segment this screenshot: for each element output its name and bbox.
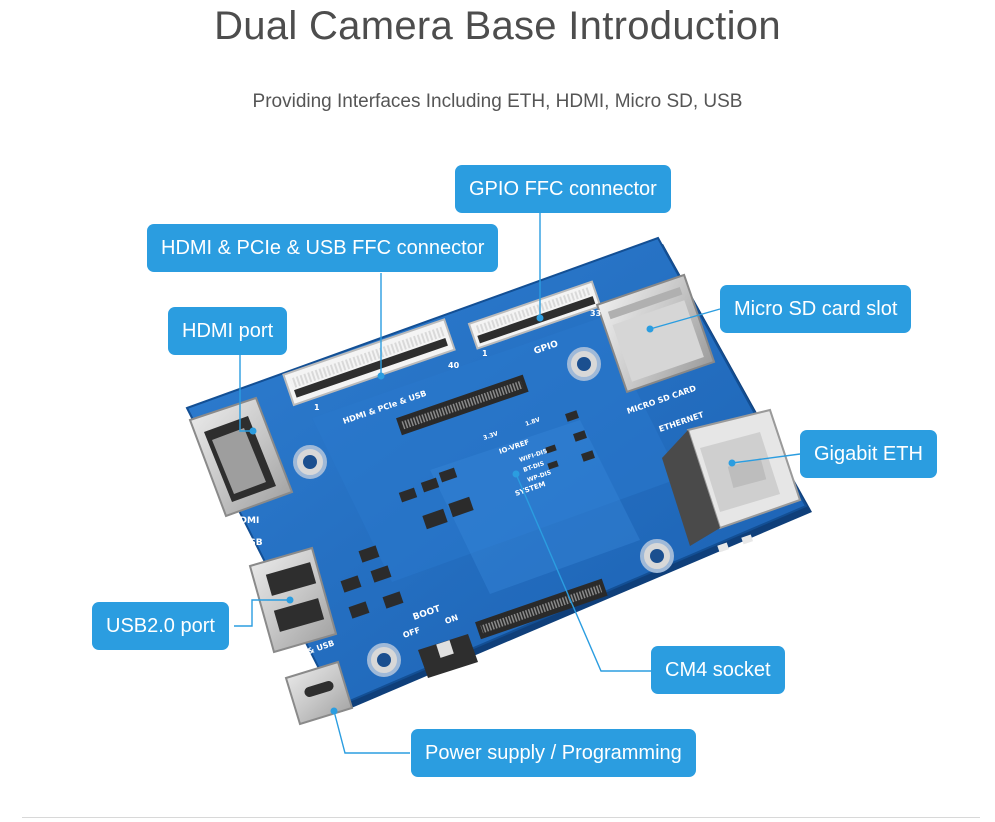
callout-usb2-port: USB2.0 port bbox=[92, 602, 229, 650]
page-subtitle: Providing Interfaces Including ETH, HDMI… bbox=[252, 91, 743, 112]
smd-components bbox=[340, 410, 754, 619]
leader-eth bbox=[731, 453, 801, 464]
silk-hdmi: HDMI bbox=[232, 516, 259, 526]
leader-power bbox=[333, 710, 410, 754]
leader-usb bbox=[234, 599, 290, 627]
callout-gigabit-eth: Gigabit ETH bbox=[800, 430, 937, 478]
callout-gpio-ffc-connector: GPIO FFC connector bbox=[455, 165, 671, 213]
callout-hdmi-pcie-usb-ffc-connector: HDMI & PCIe & USB FFC connector bbox=[147, 224, 499, 272]
cm4-connector-top bbox=[396, 374, 529, 436]
page-title: Dual Camera Base Introduction bbox=[214, 4, 781, 48]
silk-usb: USB bbox=[242, 538, 263, 548]
micro-sd-slot bbox=[595, 273, 716, 394]
leader-dots bbox=[249, 314, 736, 715]
silk-pin-1-right: 1 bbox=[482, 349, 488, 358]
gpio-ffc-connector bbox=[467, 280, 602, 350]
cm4-connector-bottom bbox=[475, 578, 608, 640]
footer-divider bbox=[22, 817, 980, 818]
silk-3v3: 3.3V bbox=[482, 430, 499, 442]
leader-micro-sd bbox=[649, 308, 721, 330]
hdmi-port bbox=[188, 396, 294, 518]
boot-switch bbox=[418, 634, 478, 678]
mounting-holes bbox=[293, 347, 674, 677]
callout-hdmi-port: HDMI port bbox=[168, 307, 288, 355]
callout-power-supply: Power supply / Programming bbox=[411, 729, 696, 777]
silk-on: ON bbox=[444, 613, 460, 626]
callout-micro-sd-slot: Micro SD card slot bbox=[720, 285, 912, 333]
silk-pin-1-left: 1 bbox=[314, 403, 320, 412]
hdmi-pcie-usb-ffc-connector bbox=[282, 318, 456, 407]
ethernet-jack bbox=[662, 408, 802, 546]
leader-hdmi-port bbox=[239, 355, 253, 432]
silk-1v8: 1.8V bbox=[524, 416, 541, 428]
silk-pin-40: 40 bbox=[448, 361, 460, 370]
leader-cm4 bbox=[515, 473, 652, 672]
silk-pin-33: 33 bbox=[590, 309, 601, 318]
callout-cm4-socket: CM4 socket bbox=[651, 646, 785, 694]
leader-lines bbox=[234, 213, 801, 754]
